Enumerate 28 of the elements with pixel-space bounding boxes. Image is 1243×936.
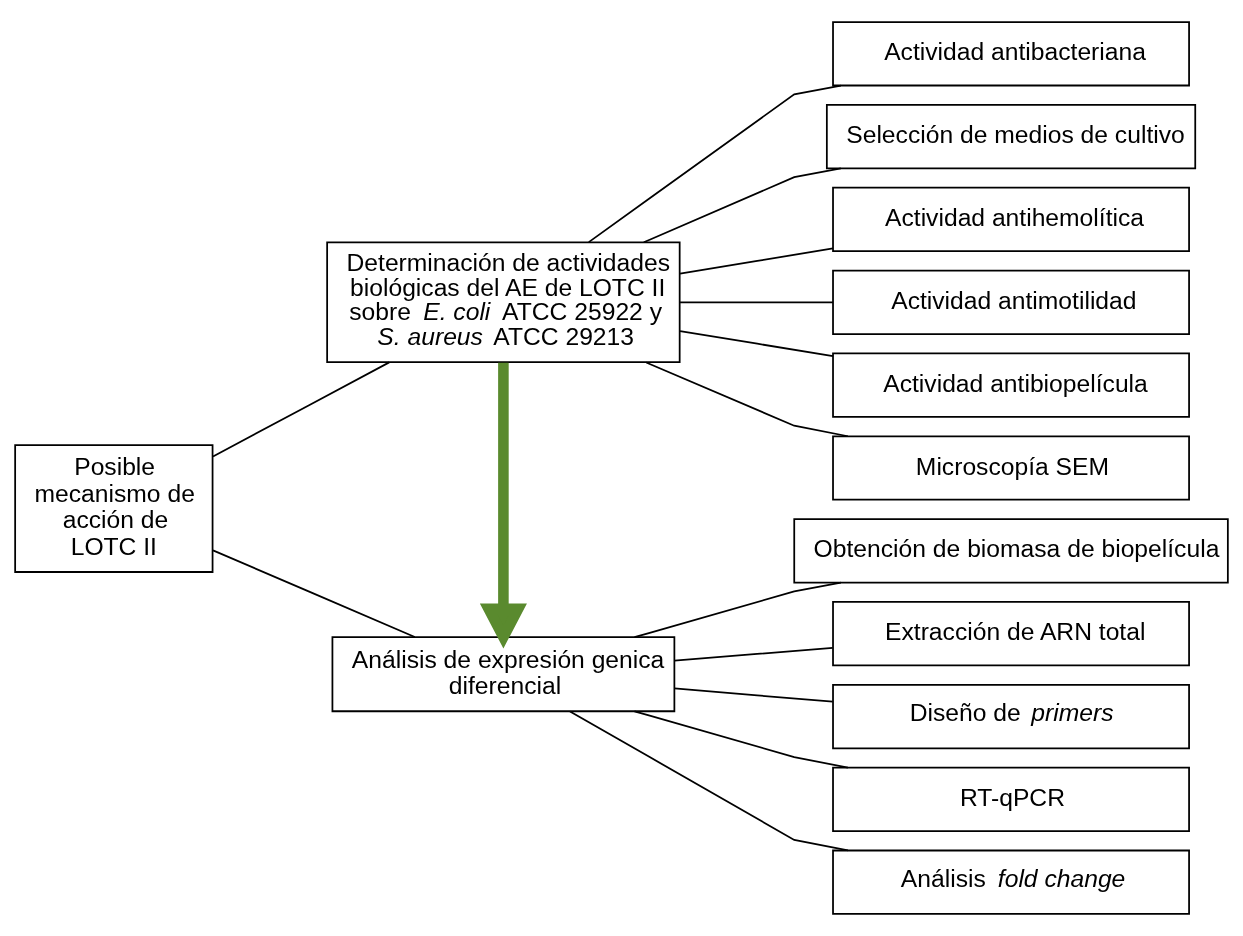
node-box: Actividad antibiopelícula bbox=[832, 352, 1190, 418]
node-box: Posible mecanismo de acción de LOTC II bbox=[14, 444, 214, 573]
connector bbox=[633, 581, 842, 639]
connector bbox=[679, 247, 834, 275]
connector bbox=[673, 647, 834, 662]
connector bbox=[673, 687, 834, 703]
connector bbox=[642, 167, 842, 244]
connector bbox=[212, 361, 391, 458]
node-box: Análisis de expresión genica diferencial bbox=[331, 636, 676, 713]
node-box: Determinación de actividades biológicas del AE de LOTC II sobre E. coli ATCC 25922 y S. aureus ATCC 29213 bbox=[326, 241, 681, 364]
node-box: Selección de medios de cultivo bbox=[825, 104, 1197, 170]
node-box: RT-qPCR bbox=[832, 766, 1190, 832]
arrow bbox=[479, 362, 527, 649]
node-box: Análisis fold change bbox=[832, 849, 1190, 915]
node-box: Microscopía SEM bbox=[832, 435, 1190, 501]
node-box: Actividad antihemolítica bbox=[832, 186, 1190, 253]
connector bbox=[645, 361, 849, 438]
node-box: Extracción de ARN total bbox=[832, 601, 1190, 667]
node-box: Obtención de biomasa de biopelícula bbox=[793, 518, 1229, 584]
node-box: Actividad antibacteriana bbox=[832, 21, 1190, 87]
connector bbox=[212, 549, 416, 638]
node-box: Diseño de primers bbox=[832, 683, 1190, 750]
node-box: Actividad antimotilidad bbox=[832, 269, 1190, 335]
connector bbox=[587, 84, 842, 244]
connector bbox=[679, 301, 834, 304]
connector bbox=[569, 710, 849, 852]
connector bbox=[633, 710, 849, 769]
connector bbox=[679, 330, 834, 358]
